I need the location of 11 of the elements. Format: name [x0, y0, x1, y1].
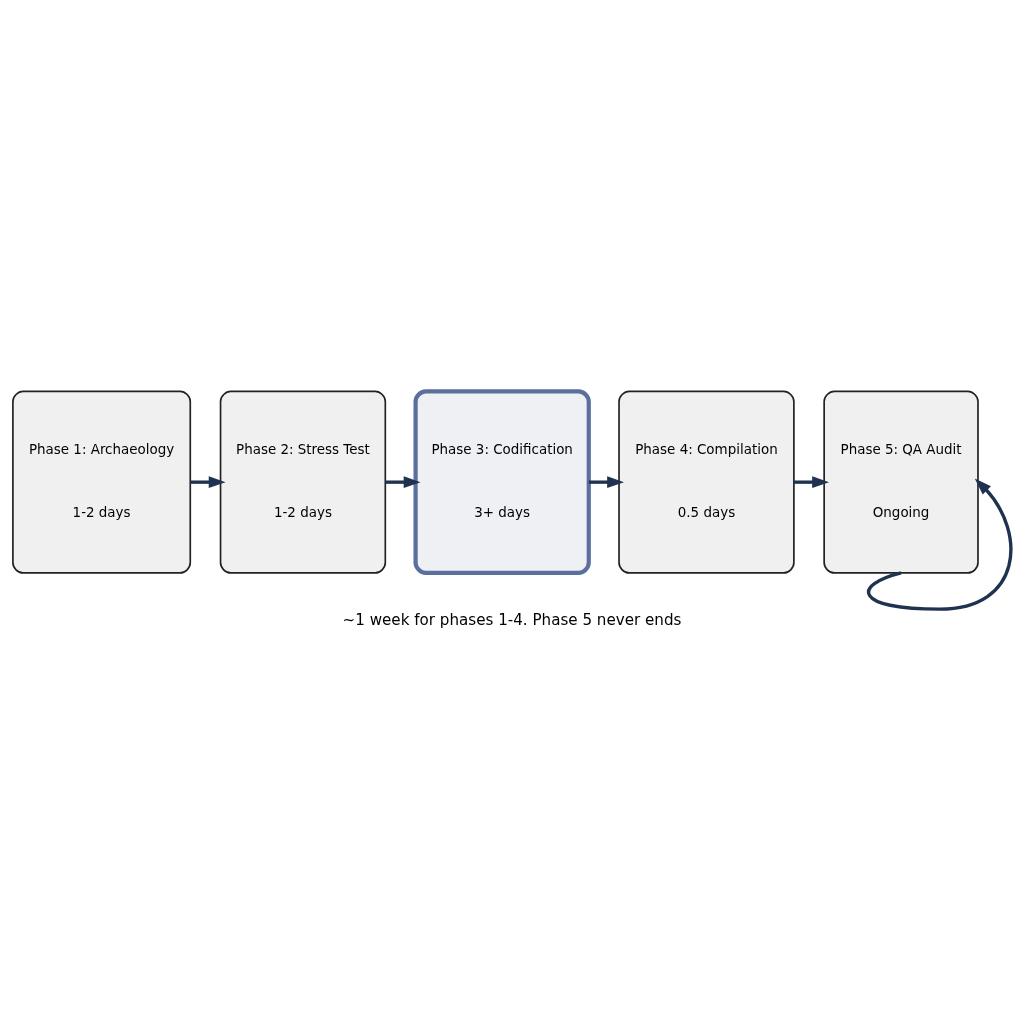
node-box: Phase 4: Compilation 0.5 days [618, 390, 795, 574]
caption: ~1 week for phases 1-4. Phase 5 never ends [342, 610, 682, 629]
node-box: Phase 2: Stress Test 1-2 days [219, 390, 387, 574]
arrow [588, 476, 624, 489]
arrow [867, 478, 1013, 611]
arrow [793, 476, 829, 489]
arrow [385, 476, 421, 489]
node-box: Phase 1: Archaeology 1-2 days [12, 390, 192, 574]
node-box: Phase 5: QA Audit Ongoing [823, 390, 979, 574]
node-box: Phase 3: Codification 3+ days [413, 389, 591, 576]
arrow [190, 476, 226, 489]
